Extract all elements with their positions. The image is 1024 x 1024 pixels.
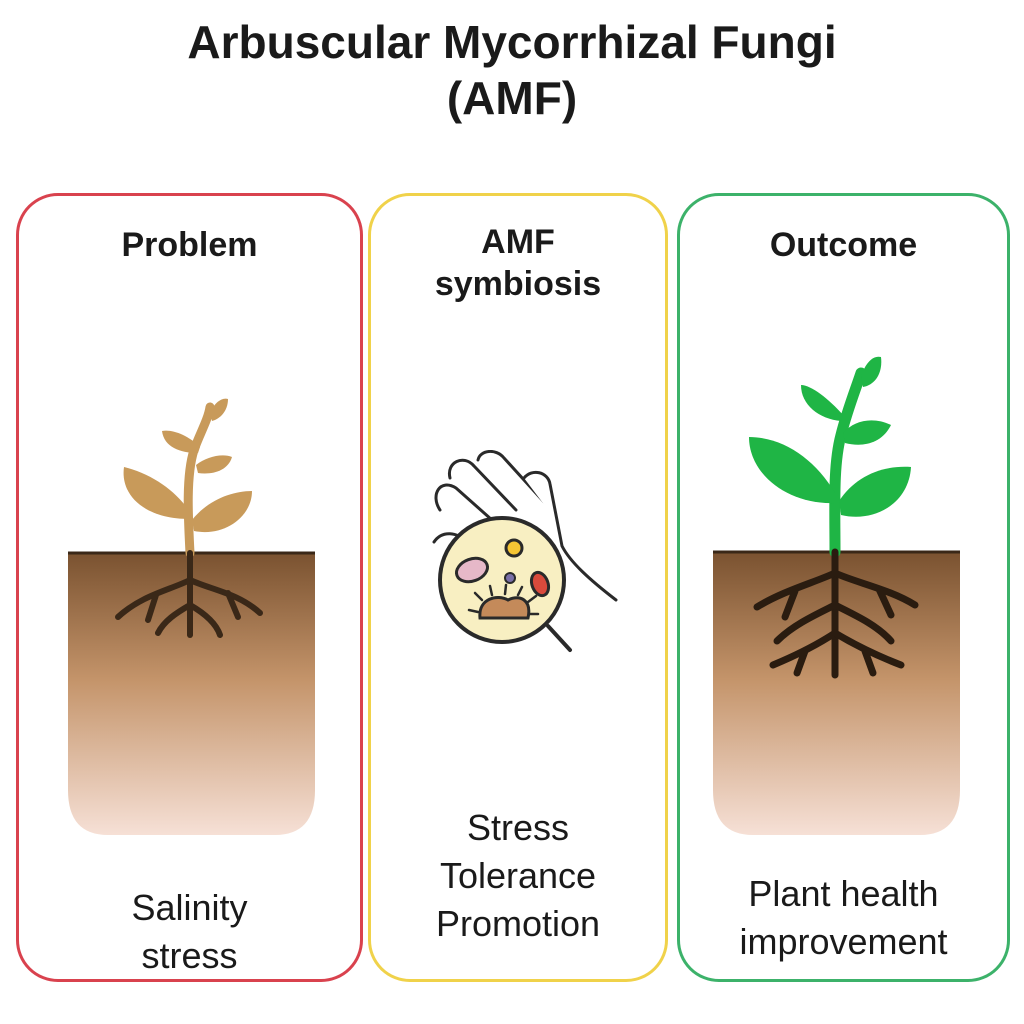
wilted-plant [123, 398, 252, 558]
microbe-red [529, 570, 551, 598]
wilted-plant-icon [68, 398, 315, 835]
healthy-plant [749, 356, 911, 558]
outcome-caption: Plant health improvement [680, 870, 1007, 966]
amf-heading-line-2: symbiosis [434, 265, 602, 303]
problem-caption: Salinity stress [19, 884, 360, 980]
amf-heading: AMF symbiosis [371, 221, 665, 305]
microbe-yellow [504, 538, 524, 558]
diagram-title: Arbuscular Mycorrhizal Fungi (AMF) [0, 14, 1024, 126]
amf-caption-line-3: Promotion [435, 903, 601, 944]
amf-caption-line-1: Stress [466, 807, 570, 848]
problem-caption-line-1: Salinity [131, 887, 248, 928]
microbe-pink [455, 556, 489, 584]
amf-caption-line-2: Tolerance [439, 855, 597, 896]
hand-outline [432, 450, 618, 602]
microbe-small [504, 572, 516, 584]
title-line-1: Arbuscular Mycorrhizal Fungi [187, 16, 837, 68]
soil-block [713, 552, 960, 835]
microbe-bacterium [467, 583, 540, 620]
wilted-roots [115, 550, 263, 638]
healthy-roots [753, 548, 919, 679]
outcome-heading: Outcome [769, 226, 918, 264]
outcome-caption-line-2: improvement [739, 921, 948, 962]
amf-heading-line-1: AMF [481, 223, 555, 261]
title-line-2: (AMF) [446, 72, 578, 124]
problem-caption-line-2: stress [141, 935, 238, 976]
hand-holding-microbes-icon [432, 450, 618, 652]
healthy-plant-icon [713, 356, 960, 835]
soil-block [68, 553, 315, 835]
outcome-caption-line-1: Plant health [748, 873, 939, 914]
amf-caption: Stress Tolerance Promotion [371, 804, 665, 948]
problem-heading: Problem [121, 226, 258, 264]
